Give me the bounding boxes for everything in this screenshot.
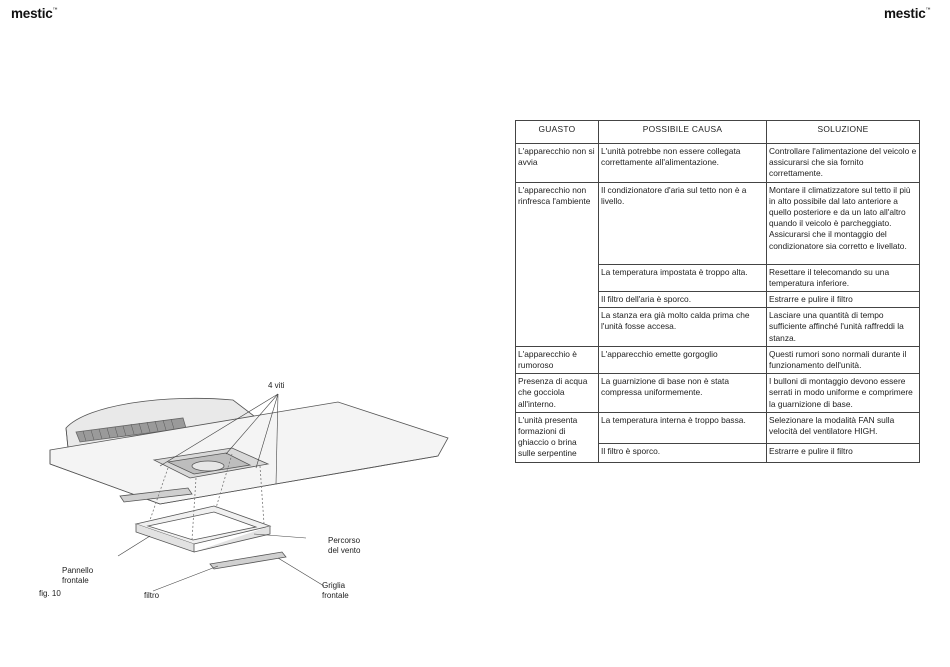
table-row: L'apparecchio è rumoroso L'apparecchio e… [515,345,920,375]
fault-cell: L'apparecchio è rumoroso [515,345,599,375]
table-row: La temperatura impostata è troppo alta. … [516,263,920,293]
cause-cell: Il condizionatore d'aria sul tetto non è… [598,181,767,265]
callout-filter: filtro [144,591,160,600]
cause-cell: Il filtro dell'aria è sporco. [598,291,767,309]
solution-cell: Resettare il telecomando su una temperat… [766,263,920,293]
solution-cell: Estrarre e pulire il filtro [766,443,920,463]
table-header-row: GUASTO POSSIBILE CAUSA SOLUZIONE [515,120,920,144]
solution-cell: Montare il climatizzatore sul tetto il p… [766,181,920,265]
cause-cell: L'unità potrebbe non essere collegata co… [598,143,767,183]
callout-screws: 4 viti [268,381,285,390]
table-row: L'unità presenta formazioni di ghiaccio … [515,411,920,463]
brand-logo-left: mestic™ [11,6,58,21]
table-row: L'apparecchio non rinfresca l'ambiente I… [515,181,920,347]
table-row: L'apparecchio non si avvia L'unità potre… [515,143,920,183]
table-row: Il filtro dell'aria è sporco. Estrarre e… [516,291,920,309]
solution-cell: Selezionare la modalità FAN sulla veloci… [766,411,920,445]
figure-caption: fig. 10 [39,589,61,598]
solution-cell: Questi rumori sono normali durante il fu… [766,345,920,375]
header-fault: GUASTO [515,120,599,144]
fault-cell: Presenza di acqua che gocciola all'inter… [515,373,599,413]
header-solution: SOLUZIONE [766,120,920,144]
solution-cell: Lasciare una quantità di tempo sufficien… [766,307,920,347]
fault-cell: L'apparecchio non si avvia [515,143,599,183]
table-row: Presenza di acqua che gocciola all'inter… [515,373,920,413]
fault-cell: L'unità presenta formazioni di ghiaccio … [515,411,599,463]
cause-cell: La temperatura impostata è troppo alta. [598,263,767,293]
cause-cell: La guarnizione di base non è stata compr… [598,373,767,413]
fault-cell: L'apparecchio non rinfresca l'ambiente [515,181,599,347]
table-row: Il filtro è sporco. Estrarre e pulire il… [516,443,920,463]
solution-cell: Estrarre e pulire il filtro [766,291,920,309]
table-row: La stanza era già molto calda prima che … [516,307,920,347]
brand-logo-right: mestic™ [884,6,931,21]
header-possible-cause: POSSIBILE CAUSA [598,120,767,144]
cause-cell: La stanza era già molto calda prima che … [598,307,767,347]
exploded-view-drawing [49,393,449,592]
cause-cell: Il filtro è sporco. [598,443,767,463]
solution-cell: Controllare l'alimentazione del veicolo … [766,143,920,183]
cause-cell: La temperatura interna è troppo bassa. [598,411,767,445]
troubleshooting-table: GUASTO POSSIBILE CAUSA SOLUZIONE L'appar… [515,120,920,463]
cause-cell: L'apparecchio emette gorgoglio [598,345,767,375]
solution-cell: I bulloni di montaggio devono essere ser… [766,373,920,413]
